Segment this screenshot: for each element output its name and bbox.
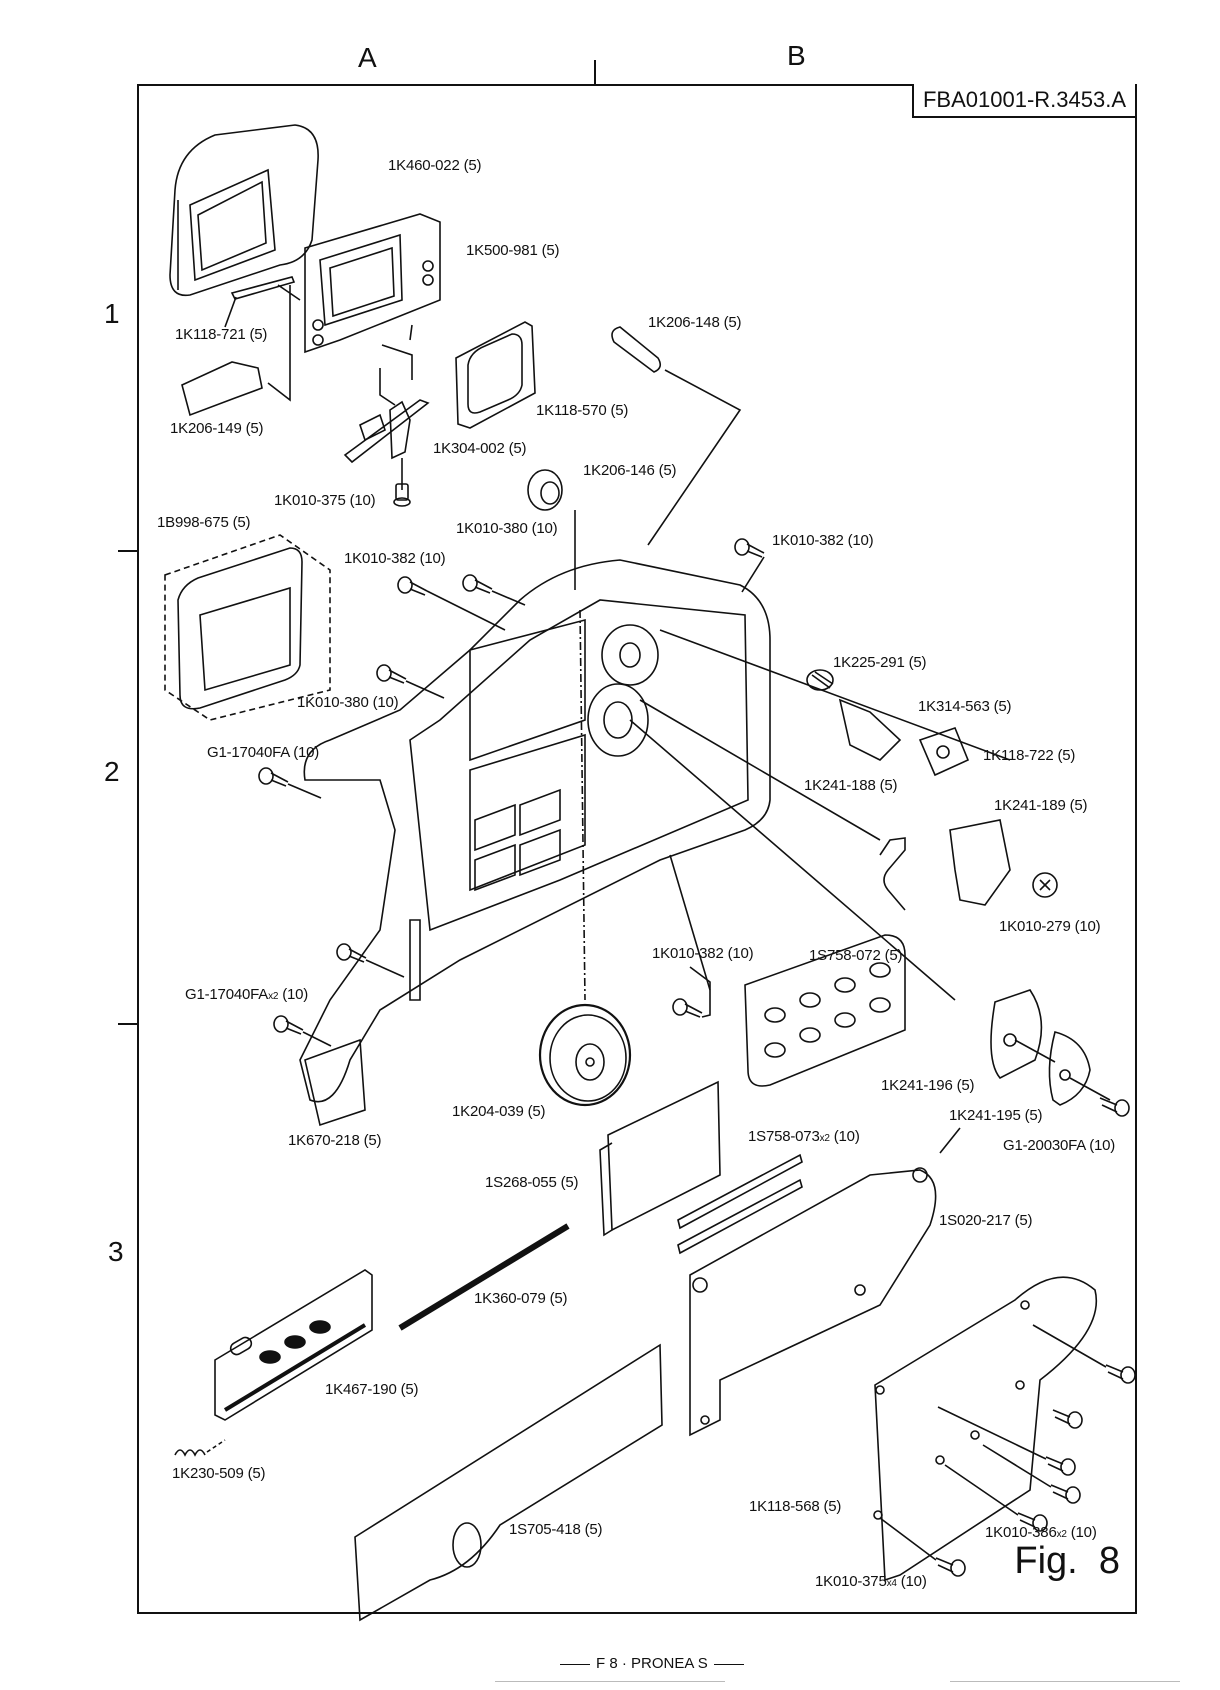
part-label: 1K118-568 (5) <box>749 1498 842 1515</box>
part-label: 1K467-190 (5) <box>325 1381 419 1398</box>
part-label: 1K500-981 (5) <box>466 242 560 259</box>
circuit-board-part <box>689 1167 937 1437</box>
column-label-b: B <box>787 40 806 71</box>
part-label: 1K010-380 (10) <box>456 520 558 537</box>
part-label: 1K010-382 (10) <box>772 532 874 549</box>
part-label: 1K230-509 (5) <box>172 1465 266 1482</box>
part-label: 1K206-146 (5) <box>583 462 677 479</box>
part-label: 1K118-721 (5) <box>175 326 268 343</box>
part-label: 1K010-386x2 (10) <box>985 1524 1097 1541</box>
part-label: 1K010-375x4 (10) <box>815 1573 927 1590</box>
part-label: 1K206-149 (5) <box>170 420 264 437</box>
flex-strip-part <box>354 1343 663 1622</box>
screw-set <box>258 538 961 1154</box>
part-label: 1K118-722 (5) <box>983 747 1076 764</box>
part-label: 1K010-382 (10) <box>652 945 754 962</box>
drawing-frame <box>137 84 1137 1614</box>
part-label: 1K241-188 (5) <box>804 777 898 794</box>
knob-part <box>527 469 576 590</box>
part-label: 1S020-217 (5) <box>939 1212 1033 1229</box>
cover-screws <box>879 1324 1136 1577</box>
eyepiece-assembly-part <box>164 534 331 721</box>
part-label: 1K010-382 (10) <box>344 550 446 567</box>
part-label: 1K010-279 (10) <box>999 918 1101 935</box>
control-panel-part <box>214 1269 373 1421</box>
page-footer: F 8 · PRONEA S <box>560 1655 744 1672</box>
slider-part <box>181 361 263 417</box>
part-label: 1K360-079 (5) <box>474 1290 568 1307</box>
screw-part <box>393 458 411 507</box>
shutter-plates <box>990 989 1130 1117</box>
figure-id-box: FBA01001-R.3453.A <box>912 84 1137 118</box>
part-label: 1K460-022 (5) <box>388 157 482 174</box>
latch-parts <box>806 669 1058 911</box>
flex-board-part <box>599 1080 721 1237</box>
row-label-2: 2 <box>104 756 120 787</box>
part-label: 1K010-375 (10) <box>274 492 376 509</box>
cover-plate-part <box>873 1276 1097 1582</box>
scan-artifact-line <box>495 1681 725 1682</box>
eyecup-part <box>169 124 319 297</box>
part-label: G1-17040FAx2 (10) <box>185 986 309 1003</box>
row-divider-tick-1 <box>118 550 138 552</box>
part-label: 1K670-218 (5) <box>288 1132 382 1149</box>
rod-part <box>398 1223 570 1331</box>
part-label: 1K118-570 (5) <box>536 402 629 419</box>
gear-part <box>538 1003 632 1107</box>
leader-line <box>224 296 237 328</box>
part-label: 1K241-195 (5) <box>949 1107 1043 1124</box>
keypad-part <box>744 934 906 1087</box>
column-label-a: A <box>358 42 377 73</box>
part-label: G1-20030FA (10) <box>1003 1137 1116 1154</box>
row-label-1: 1 <box>104 298 120 329</box>
footer-text: F 8 · PRONEA S <box>596 1655 708 1672</box>
strip-parts <box>677 1153 803 1255</box>
bar-part <box>230 276 296 300</box>
row-label-3: 3 <box>108 1236 124 1267</box>
row-divider-tick-2 <box>118 1023 138 1025</box>
part-label: 1S268-055 (5) <box>485 1174 579 1191</box>
part-label: 1B998-675 (5) <box>157 514 251 531</box>
part-label: 1S758-073x2 (10) <box>748 1128 860 1145</box>
part-label: 1K304-002 (5) <box>433 440 527 457</box>
pin-part <box>611 326 742 546</box>
part-label: 1K204-039 (5) <box>452 1103 546 1120</box>
figure-title: Fig. 8 <box>1014 1540 1120 1582</box>
column-divider-tick <box>594 60 596 84</box>
spring-part <box>174 1439 226 1457</box>
part-label: 1K241-196 (5) <box>881 1077 975 1094</box>
part-label: 1K010-380 (10) <box>297 694 399 711</box>
rear-body-part <box>299 559 1011 1127</box>
lever-part <box>343 324 430 464</box>
part-label: 1S758-072 (5) <box>809 947 903 964</box>
gasket-part <box>455 321 536 429</box>
part-label: 1K206-148 (5) <box>648 314 742 331</box>
viewfinder-frame-part <box>304 213 441 354</box>
part-label: 1K241-189 (5) <box>994 797 1088 814</box>
part-label: 1K225-291 (5) <box>833 654 927 671</box>
part-label: G1-17040FA (10) <box>207 744 320 761</box>
scan-artifact-line <box>950 1681 1180 1682</box>
part-label: 1K314-563 (5) <box>918 698 1012 715</box>
leader-line <box>267 284 301 402</box>
part-label: 1S705-418 (5) <box>509 1521 603 1538</box>
